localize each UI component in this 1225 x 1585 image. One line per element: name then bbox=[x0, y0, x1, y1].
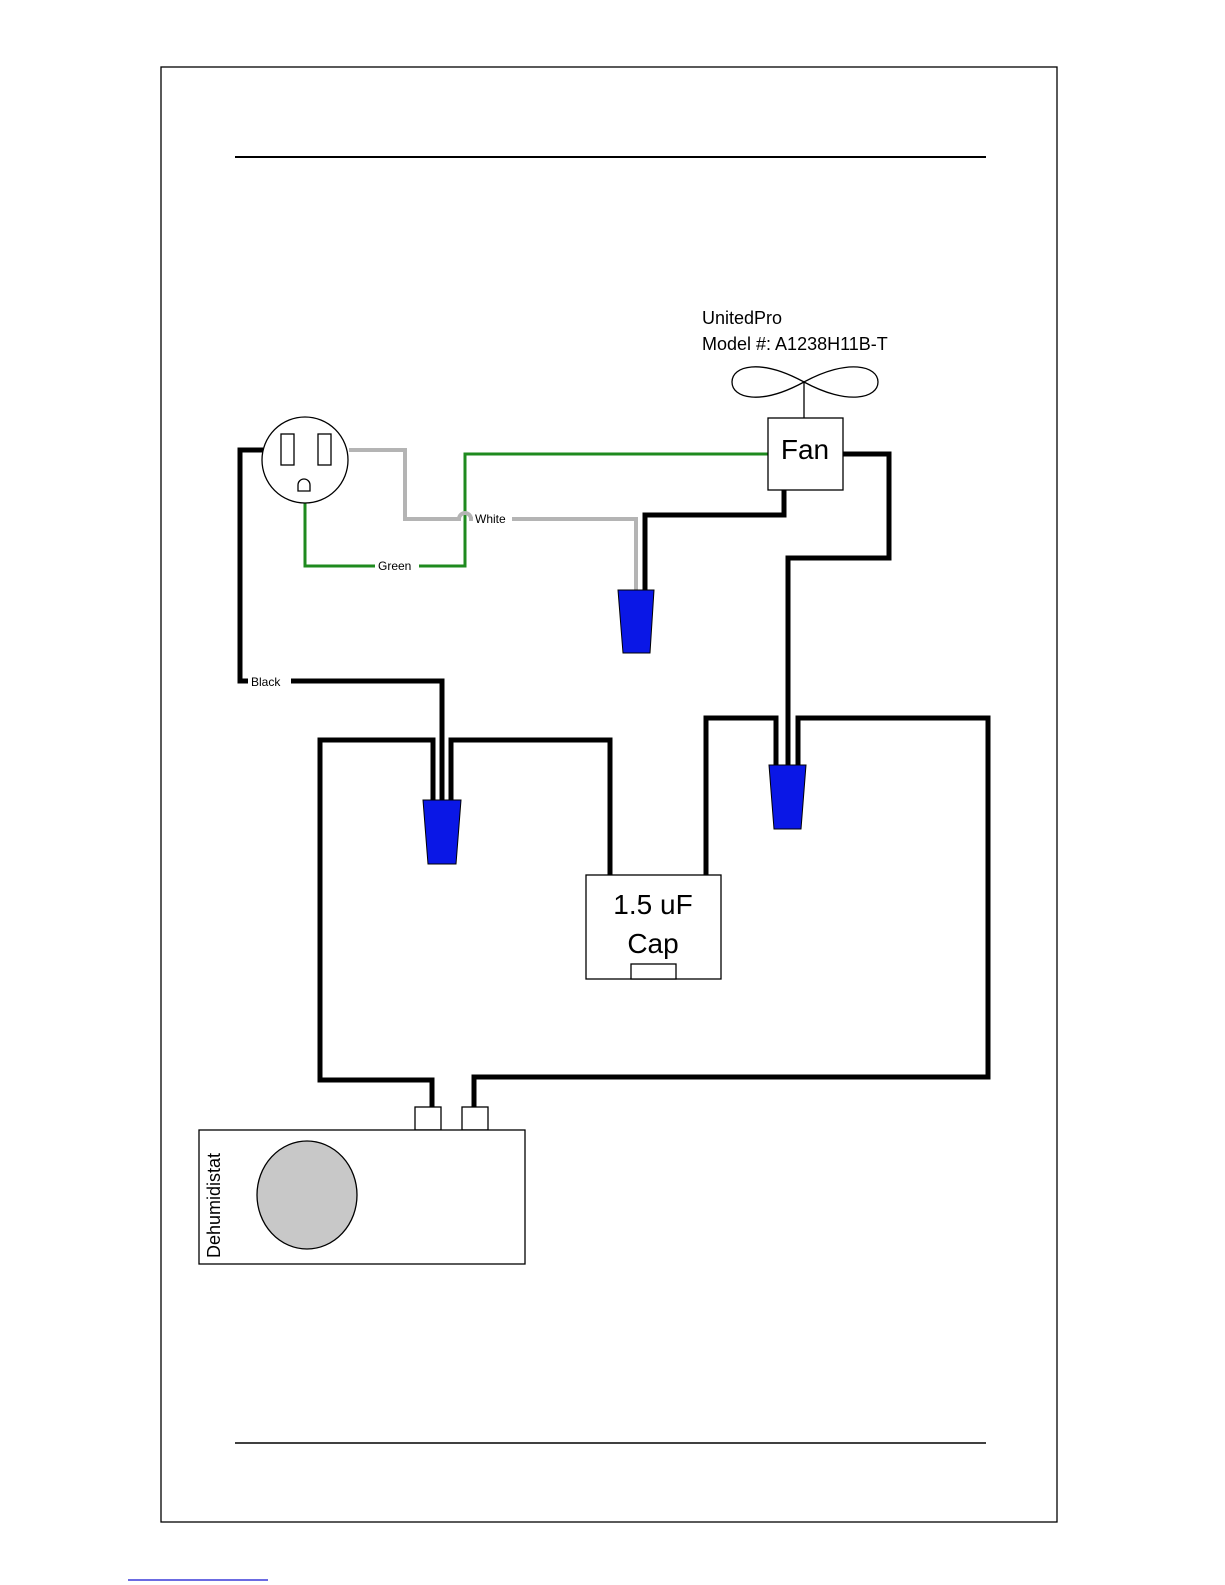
capacitor: 1.5 uF Cap bbox=[586, 875, 721, 979]
dehumidistat-box bbox=[199, 1130, 525, 1264]
outlet-neutral-slot bbox=[318, 434, 331, 465]
dehumidistat-terminal-1 bbox=[415, 1107, 441, 1130]
fan-model: Model #: A1238H11B-T bbox=[702, 334, 888, 354]
outlet-ground-slot bbox=[298, 479, 310, 491]
nut2-to-cap-wire bbox=[451, 740, 610, 876]
fan-assembly: UnitedPro Model #: A1238H11B-T Fan bbox=[702, 308, 888, 490]
fan-lead-wire bbox=[645, 490, 784, 592]
ground-wire bbox=[305, 454, 768, 566]
capacitor-value: 1.5 uF bbox=[613, 889, 692, 920]
green-wire-label: Green bbox=[378, 559, 411, 573]
fan-run-wire bbox=[788, 454, 889, 769]
dehumidistat-label: Dehumidistat bbox=[204, 1153, 224, 1258]
nut2-to-dehumidistat-wire bbox=[320, 740, 433, 1108]
wire-nut-neutral bbox=[618, 590, 654, 653]
white-wire-label: White bbox=[475, 512, 506, 526]
capacitor-tab bbox=[631, 964, 676, 979]
dehumidistat-dial-icon bbox=[257, 1141, 357, 1249]
black-wire-label: Black bbox=[251, 675, 281, 689]
hot-wire bbox=[240, 450, 442, 805]
fan-label: Fan bbox=[781, 434, 829, 465]
cap-to-nut3-wire bbox=[706, 718, 776, 876]
outlet bbox=[262, 417, 348, 503]
nut3-to-dehumidistat-wire bbox=[474, 718, 988, 1108]
fan-blade-icon bbox=[732, 367, 878, 397]
dehumidistat-terminal-2 bbox=[462, 1107, 488, 1130]
wire-nut-hot bbox=[423, 800, 461, 864]
fan-brand: UnitedPro bbox=[702, 308, 782, 328]
wire-nut-run bbox=[769, 765, 806, 829]
dehumidistat: Dehumidistat bbox=[199, 1107, 525, 1264]
outlet-hot-slot bbox=[281, 434, 294, 465]
capacitor-label: Cap bbox=[627, 928, 678, 959]
